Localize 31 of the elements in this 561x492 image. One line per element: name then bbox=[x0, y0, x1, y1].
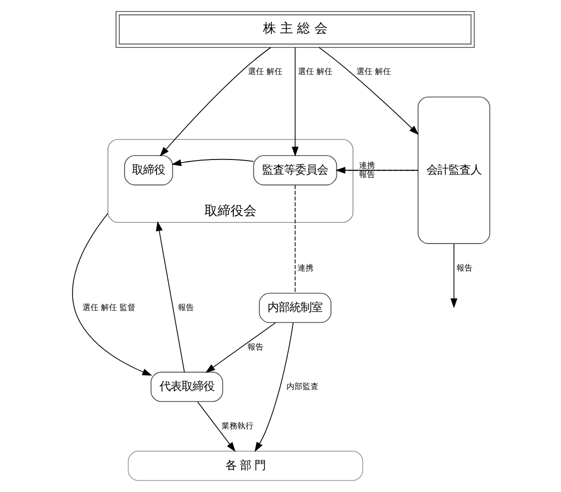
edge-label: 報告 bbox=[246, 341, 263, 352]
arrow bbox=[170, 158, 254, 166]
edge-label: 報告 bbox=[178, 302, 194, 312]
connector bbox=[294, 184, 296, 294]
edge-label: 連携 bbox=[297, 262, 314, 272]
edge-label: 選任 解任 bbox=[248, 66, 282, 76]
arrow bbox=[450, 243, 457, 308]
edge-label: 報告 bbox=[456, 262, 472, 272]
arrow bbox=[196, 401, 236, 452]
node-box: 代表取締役 bbox=[150, 372, 223, 402]
edge-label: 選任 解任 監督 bbox=[82, 302, 136, 312]
node-box: 株 主 総 会 bbox=[115, 11, 474, 48]
node-box: 各 部 門 bbox=[127, 450, 363, 481]
arrow bbox=[318, 47, 418, 135]
edge-label: 報告 bbox=[358, 168, 374, 179]
arrow bbox=[291, 47, 298, 156]
arrow bbox=[155, 221, 184, 373]
edge-label: 業務執行 bbox=[220, 420, 253, 430]
arrow bbox=[159, 46, 271, 157]
arrow bbox=[72, 212, 152, 376]
node-box: 監査等委員会 bbox=[252, 155, 337, 186]
node-box: 取締役 bbox=[124, 155, 173, 186]
arrow bbox=[334, 166, 418, 174]
edge-label: 内部監査 bbox=[286, 380, 318, 391]
node-box: 会計監査人 bbox=[417, 96, 490, 244]
node-box: 内部統制室 bbox=[258, 292, 331, 323]
edge-label: 選任 解任 bbox=[297, 66, 332, 76]
edge-label: 選任 解任 bbox=[356, 66, 391, 76]
arrow bbox=[204, 322, 276, 373]
arrow bbox=[254, 322, 294, 452]
edge-label: 連携 bbox=[358, 160, 374, 170]
